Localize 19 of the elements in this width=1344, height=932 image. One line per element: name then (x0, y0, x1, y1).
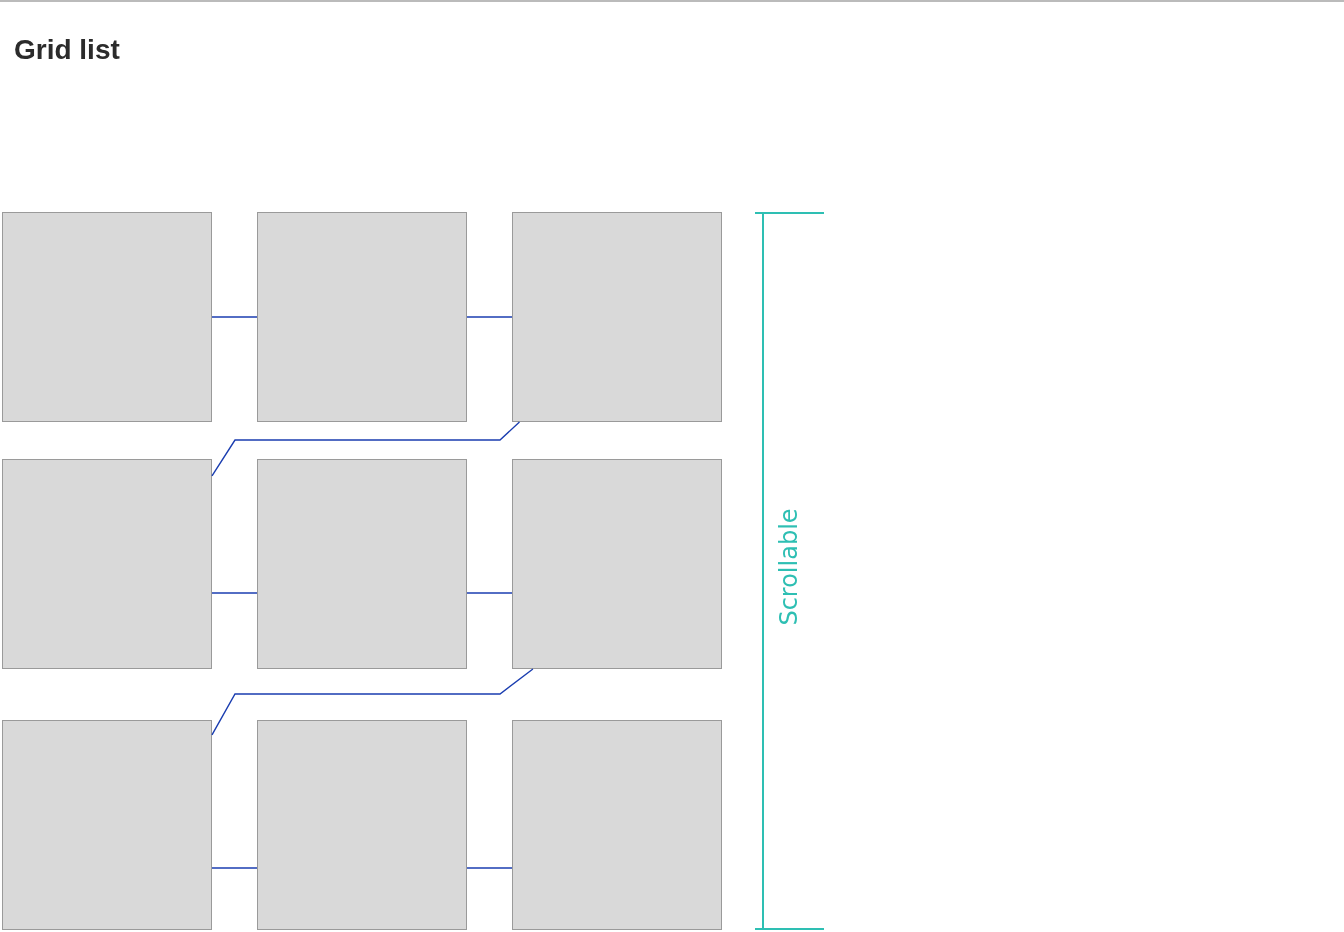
grid-item-box (2, 720, 212, 930)
grid-item-box (257, 459, 467, 669)
connector-line (211, 592, 258, 594)
connector-line (211, 668, 534, 736)
connector-line (466, 316, 513, 318)
grid-item-box (512, 212, 722, 422)
connector-line (466, 592, 513, 594)
grid-item-box (512, 720, 722, 930)
grid-item-box (2, 212, 212, 422)
connector-line (466, 867, 513, 869)
connector-line (211, 316, 258, 318)
grid-item-box (512, 459, 722, 669)
page-title: Grid list (14, 34, 120, 66)
connector-line (211, 421, 521, 477)
grid-item-box (2, 459, 212, 669)
grid-item-box (257, 720, 467, 930)
scroll-label: Scrollable (775, 508, 803, 626)
connector-line (211, 867, 258, 869)
grid-item-box (257, 212, 467, 422)
